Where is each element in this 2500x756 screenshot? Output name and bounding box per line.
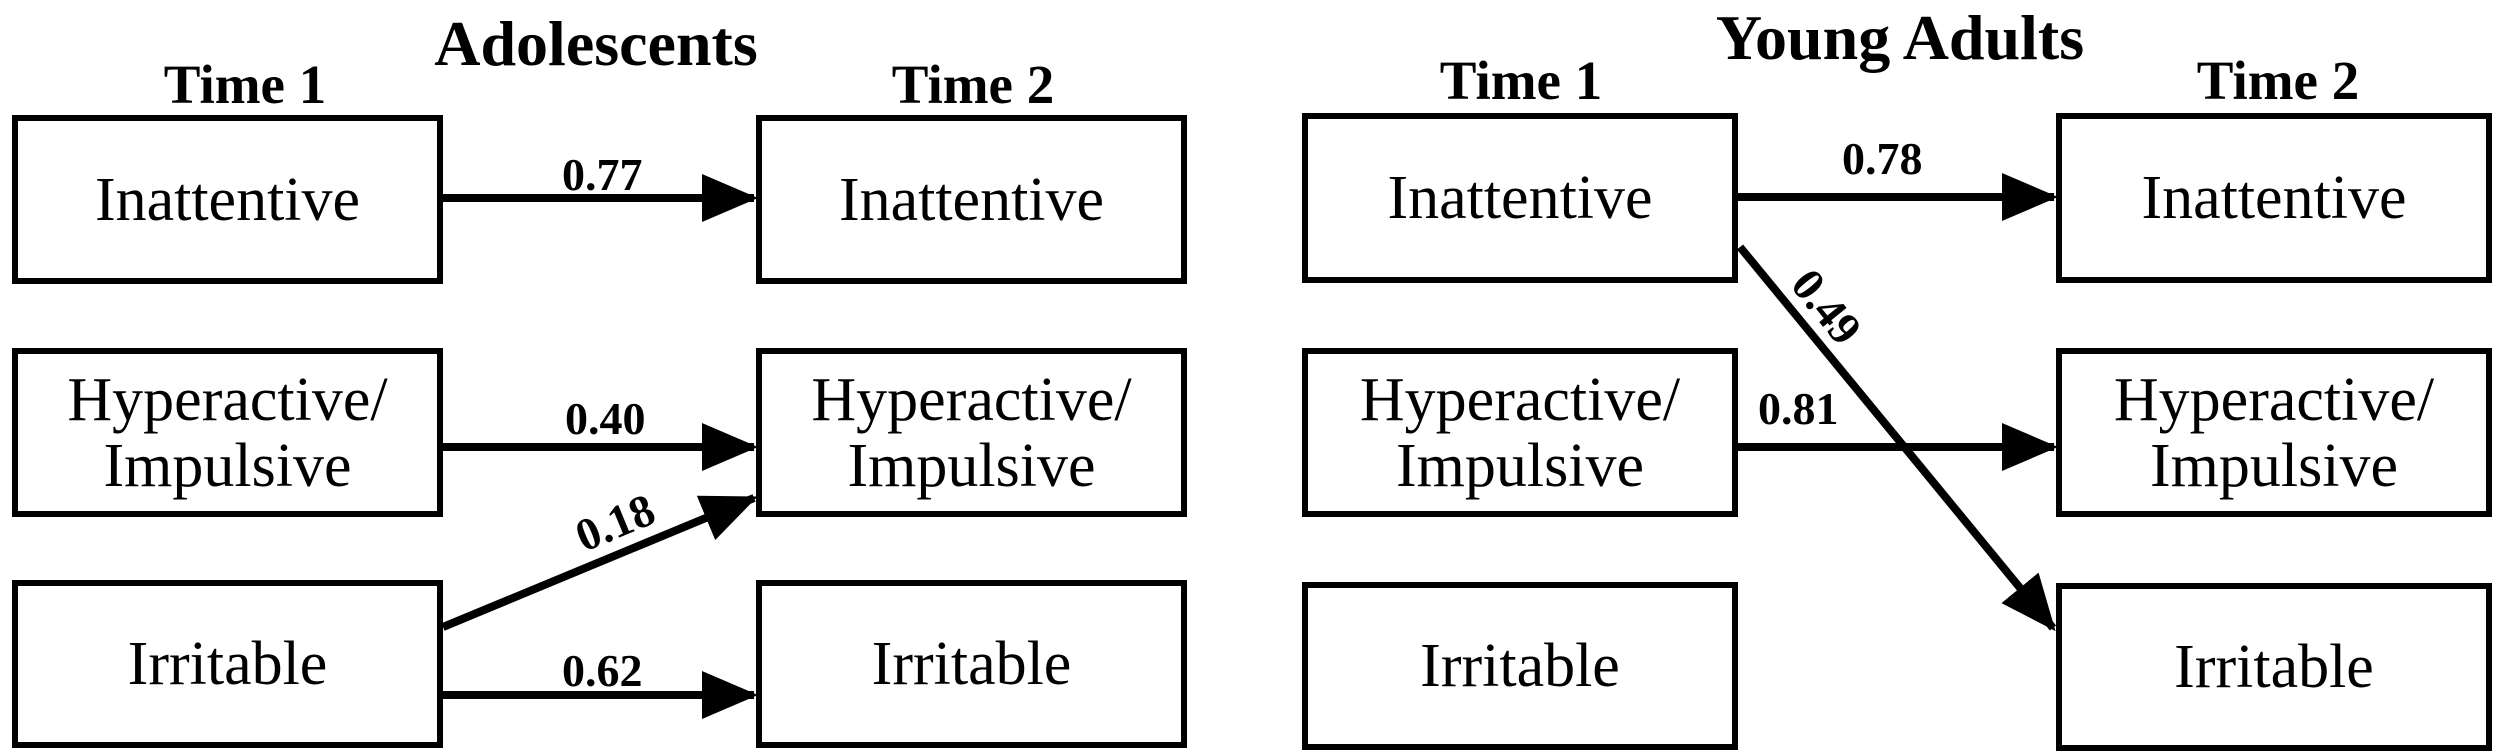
node-label: Inattentive xyxy=(94,165,361,234)
coefficient-label: 0.49 xyxy=(1781,259,1872,355)
coefficient-label: 0.18 xyxy=(568,483,663,562)
node-label: Inattentive xyxy=(2141,164,2407,232)
arrow-ya-inattentive-to-irritable xyxy=(1736,244,2057,632)
node-label: Hyperactive/ Impulsive xyxy=(2113,365,2435,500)
node-t2-inattentive: Inattentive xyxy=(2056,113,2492,283)
node-t2-inattentive: Inattentive xyxy=(756,115,1187,284)
node-t1-irritable: Irritable xyxy=(1302,582,1738,750)
node-label: Hyperactive/ Impulsive xyxy=(67,365,388,500)
coefficient-label: 0.62 xyxy=(562,645,643,696)
time1-header: Time 1 xyxy=(1439,50,1603,111)
node-label: Irritable xyxy=(871,630,1072,698)
node-label: Irritable xyxy=(2174,633,2374,701)
coefficient-label: 0.77 xyxy=(562,149,643,200)
node-t1-hyperactive-impulsive: Hyperactive/ Impulsive xyxy=(12,348,443,517)
time2-header: Time 2 xyxy=(891,54,1055,115)
node-label: Hyperactive/ Impulsive xyxy=(1359,365,1681,500)
node-t2-hyperactive-impulsive: Hyperactive/ Impulsive xyxy=(756,348,1187,517)
node-label: Inattentive xyxy=(1387,164,1653,232)
time1-header: Time 1 xyxy=(163,54,327,115)
panel-title: Young Adults xyxy=(1715,2,2085,73)
coefficient-label: 0.78 xyxy=(1842,133,1923,184)
node-label: Hyperactive/ Impulsive xyxy=(811,365,1132,500)
time2-header: Time 2 xyxy=(2196,50,2360,111)
panel-title: Adolescents xyxy=(434,8,758,79)
node-label: Inattentive xyxy=(838,165,1105,234)
node-t2-irritable: Irritable xyxy=(2056,583,2492,751)
node-t2-irritable: Irritable xyxy=(756,580,1187,748)
node-label: Irritable xyxy=(127,630,328,698)
node-t1-inattentive: Inattentive xyxy=(12,115,443,284)
node-t1-irritable: Irritable xyxy=(12,580,443,748)
coefficient-label: 0.81 xyxy=(1758,383,1839,434)
node-t1-hyperactive-impulsive: Hyperactive/ Impulsive xyxy=(1302,348,1738,517)
node-t2-hyperactive-impulsive: Hyperactive/ Impulsive xyxy=(2056,348,2492,517)
node-t1-inattentive: Inattentive xyxy=(1302,113,1738,283)
coefficient-label: 0.40 xyxy=(565,393,646,444)
node-label: Irritable xyxy=(1420,632,1620,700)
